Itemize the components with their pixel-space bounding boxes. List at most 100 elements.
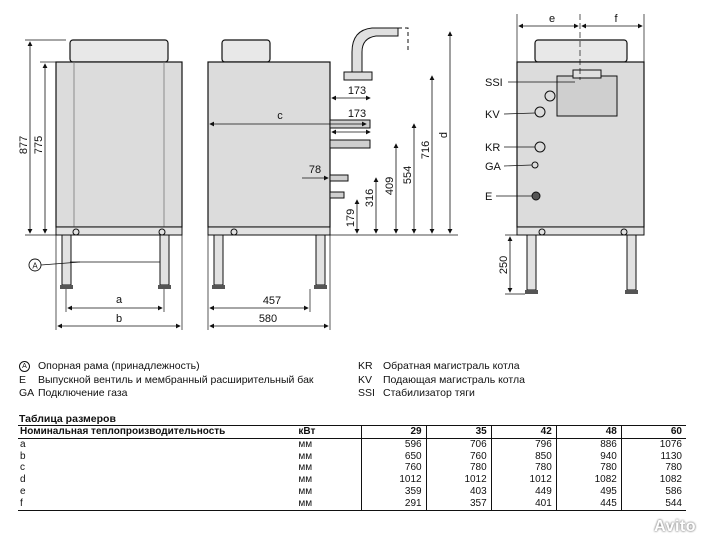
dim-78: 78 <box>309 164 321 176</box>
dim-c: c <box>277 110 283 122</box>
row-value: 796 <box>490 438 557 451</box>
dim-316: 316 <box>364 189 376 207</box>
row-value: 850 <box>490 450 557 463</box>
callout-kv: KV <box>485 109 500 121</box>
legend-code-ga: GA <box>19 387 35 399</box>
legend-text-ssi: Стабилизатор тяги <box>383 387 475 399</box>
front-body <box>55 61 183 228</box>
front-top-unit <box>69 39 169 63</box>
legend-code-kv: KV <box>358 373 373 386</box>
legend-text-kr: Обратная магистраль котла <box>383 360 520 372</box>
dim-580: 580 <box>259 313 277 325</box>
row-value: 586 <box>620 485 686 498</box>
dim-457: 457 <box>263 295 281 307</box>
dim-554: 554 <box>402 166 414 184</box>
row-value: 359 <box>360 485 427 498</box>
legend-text-kv: Подающая магистраль котла <box>383 373 525 386</box>
callout-ga: GA <box>485 161 502 173</box>
row-value: 650 <box>360 450 427 463</box>
front-frame-top <box>55 226 183 236</box>
dim-173-bottom: 173 <box>348 108 366 120</box>
callout-a-label: A <box>32 262 38 271</box>
dim-b: b <box>116 313 122 325</box>
callout-e: E <box>485 191 492 203</box>
row-unit: мм <box>296 497 361 511</box>
legend-row-ga: GA Подключение газа <box>19 387 349 401</box>
legend-row-a: A Опорная рама (принадлежность) <box>19 360 349 374</box>
row-unit: мм <box>298 485 313 497</box>
row-unit: мм <box>298 462 313 474</box>
legend-row-e: E Выпускной вентиль и мембранный расшири… <box>19 374 349 388</box>
table-title: Таблица размеров <box>19 413 116 425</box>
front-view: 877 775 a b A <box>18 39 183 330</box>
dim-877: 877 <box>18 136 30 154</box>
dim-409: 409 <box>384 177 396 195</box>
row-value: 940 <box>555 450 622 463</box>
row-unit: мм <box>298 450 313 462</box>
row-value: 401 <box>490 497 557 511</box>
header-col-35: 35 <box>425 425 492 439</box>
row-value: 544 <box>620 497 686 511</box>
side-body <box>207 61 331 228</box>
header-unit: кВт <box>296 425 361 439</box>
legend-code-e: E <box>19 373 27 386</box>
legend-row-kv: KV Подающая магистраль котла <box>358 374 678 388</box>
row-value: 780 <box>620 462 686 475</box>
dim-e: e <box>549 13 555 25</box>
dim-775: 775 <box>33 136 45 154</box>
row-value: 780 <box>555 462 622 475</box>
row-label: a <box>20 438 26 450</box>
side-top-unit <box>221 39 271 63</box>
callout-kr: KR <box>485 142 500 154</box>
dimensions-table: Номинальная теплопроизводительность кВт … <box>18 425 686 511</box>
row-unit: мм <box>298 474 313 486</box>
legend-code-a: A <box>19 361 30 372</box>
legend-code-kr: KR <box>358 360 373 372</box>
row-value: 291 <box>360 497 427 511</box>
row-label: f <box>18 497 297 511</box>
legend-row-ssi: SSI Стабилизатор тяги <box>358 387 678 401</box>
dim-f: f <box>614 13 618 25</box>
legend-row-kr: KR Обратная магистраль котла <box>358 360 678 374</box>
header-label: Номинальная теплопроизводительность <box>18 425 297 439</box>
back-top-unit <box>534 39 628 63</box>
watermark: Avito <box>654 518 696 535</box>
row-value: 1012 <box>360 474 427 486</box>
row-value: 1082 <box>555 474 622 486</box>
legend-text-ga: Подключение газа <box>38 387 128 399</box>
row-label: e <box>20 485 26 497</box>
row-unit: мм <box>298 438 313 450</box>
row-value: 1076 <box>620 438 686 451</box>
dim-d: d <box>438 132 450 138</box>
table-header-row: Номинальная теплопроизводительность кВт … <box>18 425 686 439</box>
header-col-42: 42 <box>490 425 557 439</box>
dim-716: 716 <box>420 141 432 159</box>
row-value: 449 <box>490 485 557 498</box>
front-frame-leg-left <box>61 234 72 286</box>
header-col-60: 60 <box>620 425 686 439</box>
row-value: 596 <box>360 438 427 451</box>
dim-173-top: 173 <box>348 85 366 97</box>
legend-text-e: Выпускной вентиль и мембранный расширите… <box>38 373 314 386</box>
row-value: 1082 <box>620 474 686 486</box>
row-value: 1012 <box>425 474 492 486</box>
row-value: 357 <box>425 497 492 511</box>
row-value: 495 <box>555 485 622 498</box>
legend-left: A Опорная рама (принадлежность) E Выпуск… <box>19 360 349 401</box>
row-value: 886 <box>555 438 622 451</box>
pipe-kr <box>329 139 371 149</box>
flue-pipe <box>351 27 399 73</box>
row-label: c <box>20 462 25 474</box>
side-frame-top <box>207 226 331 236</box>
row-value: 780 <box>490 462 557 475</box>
front-frame-leg-right <box>159 234 170 286</box>
dim-a: a <box>116 294 123 306</box>
callout-ssi: SSI <box>485 77 503 89</box>
row-value: 1130 <box>620 450 686 463</box>
header-col-29: 29 <box>360 425 427 439</box>
legend-right: KR Обратная магистраль котла KV Подающая… <box>358 360 678 401</box>
